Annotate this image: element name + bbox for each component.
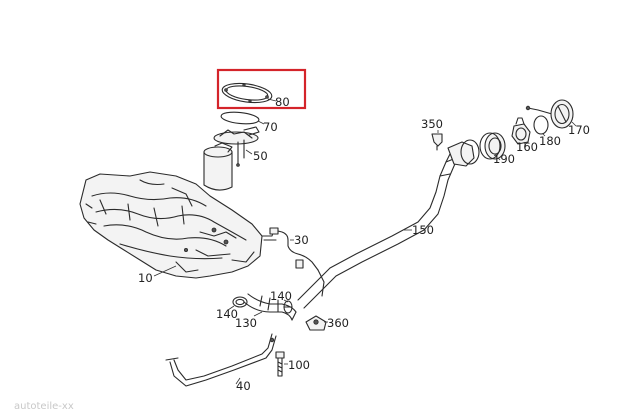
- callout-190: 190: [493, 152, 515, 166]
- part-160-valve-insert[interactable]: [511, 117, 531, 145]
- callout-70: 70: [263, 120, 278, 134]
- part-360-check-valve[interactable]: [305, 315, 327, 331]
- callout-30: 30: [294, 233, 309, 247]
- part-350-fastener-clip[interactable]: [431, 133, 443, 151]
- part-130-filler-hose[interactable]: [243, 293, 297, 321]
- part-50-fuel-pump-module[interactable]: [203, 126, 260, 191]
- part-40-tank-strap[interactable]: [165, 333, 277, 387]
- callout-50: 50: [253, 149, 268, 163]
- part-190-filler-flange[interactable]: [479, 132, 506, 160]
- part-80-gasket-ring[interactable]: [221, 81, 273, 106]
- callout-180: 180: [539, 134, 561, 148]
- part-100-bolt[interactable]: [275, 351, 285, 377]
- part-180-o-ring[interactable]: [533, 115, 549, 135]
- callout-40: 40: [236, 379, 251, 393]
- callout-140-left: 140: [216, 307, 238, 321]
- watermark: autoteile-xx: [14, 401, 74, 412]
- part-70-seal-ring[interactable]: [220, 111, 260, 126]
- part-170-fuel-cap[interactable]: [525, 99, 574, 129]
- part-10-fuel-tank[interactable]: [79, 171, 263, 279]
- callout-10: 10: [138, 271, 153, 285]
- part-80-highlight-box: [216, 68, 307, 110]
- part-140-hose-clamp-middle[interactable]: [283, 300, 293, 314]
- part-30-vent-line[interactable]: [261, 227, 325, 297]
- callout-160: 160: [516, 140, 538, 154]
- part-150-filler-neck-pipe[interactable]: [297, 139, 480, 309]
- callout-170: 170: [568, 123, 590, 137]
- callout-350: 350: [421, 117, 443, 131]
- callout-130: 130: [235, 316, 257, 330]
- callout-140-middle: 140: [270, 289, 292, 303]
- callout-100: 100: [288, 358, 310, 372]
- callout-150: 150: [412, 223, 434, 237]
- callout-360: 360: [327, 316, 349, 330]
- part-140-hose-clamp-left[interactable]: [232, 296, 248, 308]
- callout-80: 80: [275, 95, 290, 109]
